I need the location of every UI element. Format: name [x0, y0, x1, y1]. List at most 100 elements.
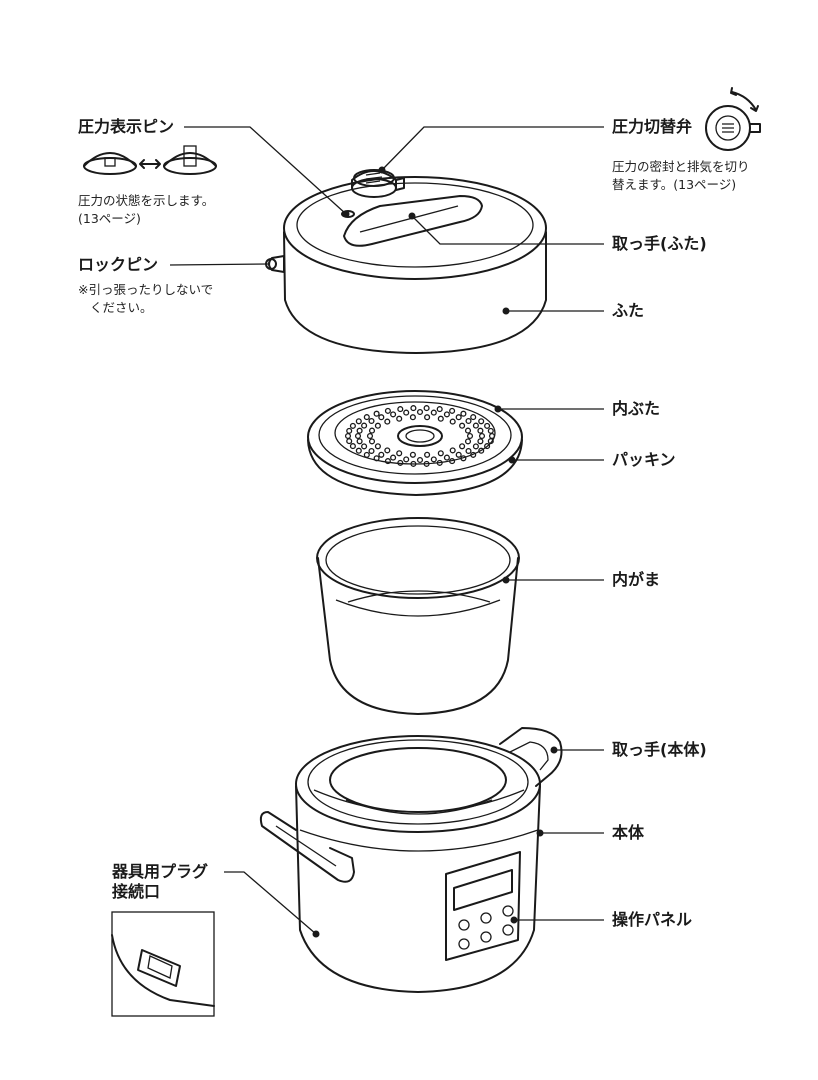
label-pressure-pin: 圧力表示ピン [78, 117, 175, 136]
steam-hole [449, 407, 456, 414]
steam-hole [465, 447, 472, 455]
steam-hole [378, 414, 385, 421]
label-lock-pin: ロックピン [78, 255, 159, 274]
label-inner-lid: 内ぶた [612, 399, 661, 418]
steam-hole [449, 458, 456, 465]
steam-hole [437, 415, 444, 422]
steam-hole [344, 432, 352, 440]
steam-hole [472, 422, 479, 429]
label-pressure-valve: 圧力切替弁 [612, 117, 693, 136]
label-plug-socket-line2: 接続口 [112, 882, 161, 901]
inner-pot-illustration [316, 517, 520, 715]
steam-hole [460, 455, 467, 462]
steam-hole [478, 447, 485, 454]
steam-hole [363, 451, 370, 458]
steam-hole [436, 459, 443, 466]
note-pressure-pin-line2: (13ページ) [78, 211, 141, 226]
steam-hole [396, 450, 403, 457]
pressure-pin-up-icon [163, 145, 217, 175]
rotate-arrow-icon [730, 87, 759, 112]
steam-hole [437, 450, 444, 457]
steam-hole [478, 418, 485, 425]
steam-hole [488, 432, 496, 440]
steam-hole [430, 456, 437, 463]
label-gasket: パッキン [612, 450, 676, 469]
steam-hole [423, 460, 430, 467]
steam-hole [384, 447, 391, 454]
steam-hole [397, 406, 404, 413]
steam-hole [472, 443, 479, 450]
steam-hole [373, 410, 380, 417]
label-lid: ふた [612, 301, 645, 320]
leader-lines [169, 126, 604, 938]
pressure-pin-down-icon [83, 152, 137, 175]
inner-lid-illustration [307, 390, 523, 496]
steam-hole [484, 422, 491, 429]
steam-hole [363, 414, 370, 421]
steam-hole [484, 443, 491, 450]
steam-hole [455, 414, 462, 421]
steam-hole [368, 447, 375, 455]
steam-hole [470, 414, 477, 421]
note-pressure-valve-line1: 圧力の密封と排気を切り [612, 159, 750, 174]
label-control-panel: 操作パネル [612, 910, 693, 929]
steam-hole [390, 454, 397, 461]
steam-hole [349, 443, 356, 450]
steam-hole [487, 438, 494, 445]
steam-hole [409, 451, 416, 458]
steam-hole [430, 409, 437, 416]
steam-hole [346, 438, 353, 445]
steam-hole [356, 438, 363, 445]
steam-hole [378, 451, 385, 458]
steam-hole [403, 456, 410, 463]
steam-hole [384, 418, 391, 425]
plug-socket-inset [111, 911, 215, 1017]
steam-hole [390, 411, 397, 418]
steam-hole [368, 438, 376, 445]
valve-dial-icon [705, 105, 761, 151]
steam-hole [416, 456, 424, 464]
label-body-handle: 取っ手(本体) [612, 740, 707, 759]
steam-hole [436, 406, 443, 413]
steam-hole [410, 460, 417, 467]
body-illustration [259, 727, 563, 993]
label-plug-socket-line1: 器具用プラグ [112, 862, 209, 881]
steam-hole [354, 432, 362, 440]
note-lock-pin-line2: ください。 [90, 300, 153, 315]
note-pressure-pin-line1: 圧力の状態を示します。 [78, 193, 215, 208]
steam-hole [368, 417, 375, 425]
steam-hole [355, 447, 362, 454]
steam-hole [470, 451, 477, 458]
steam-hole [397, 459, 404, 466]
steam-hole [455, 451, 462, 458]
steam-hole [396, 415, 403, 422]
steam-hole [409, 414, 416, 421]
steam-hole [423, 405, 430, 412]
steam-hole [403, 409, 410, 416]
steam-hole [346, 427, 353, 434]
steam-hole [410, 405, 417, 412]
steam-hole [366, 432, 374, 440]
label-body: 本体 [612, 823, 645, 842]
steam-hole [459, 443, 466, 450]
steam-hole [361, 422, 368, 429]
steam-hole [424, 451, 431, 458]
steam-hole [449, 447, 456, 454]
steam-hole [374, 443, 381, 450]
steam-hole [424, 414, 431, 421]
steam-hole [373, 455, 380, 462]
steam-hole [356, 427, 363, 434]
steam-hole [464, 438, 472, 445]
steam-hole [487, 427, 494, 434]
steam-hole [477, 438, 484, 445]
steam-hole [464, 427, 472, 434]
steam-hole [368, 427, 376, 434]
steam-hole [459, 422, 466, 429]
label-inner-pot: 内がま [612, 570, 661, 589]
steam-hole [465, 417, 472, 425]
swap-arrow-icon [139, 159, 161, 169]
steam-hole [384, 407, 391, 414]
note-lock-pin-line1: ※引っ張ったりしないで [78, 282, 214, 297]
steam-hole [478, 432, 486, 440]
